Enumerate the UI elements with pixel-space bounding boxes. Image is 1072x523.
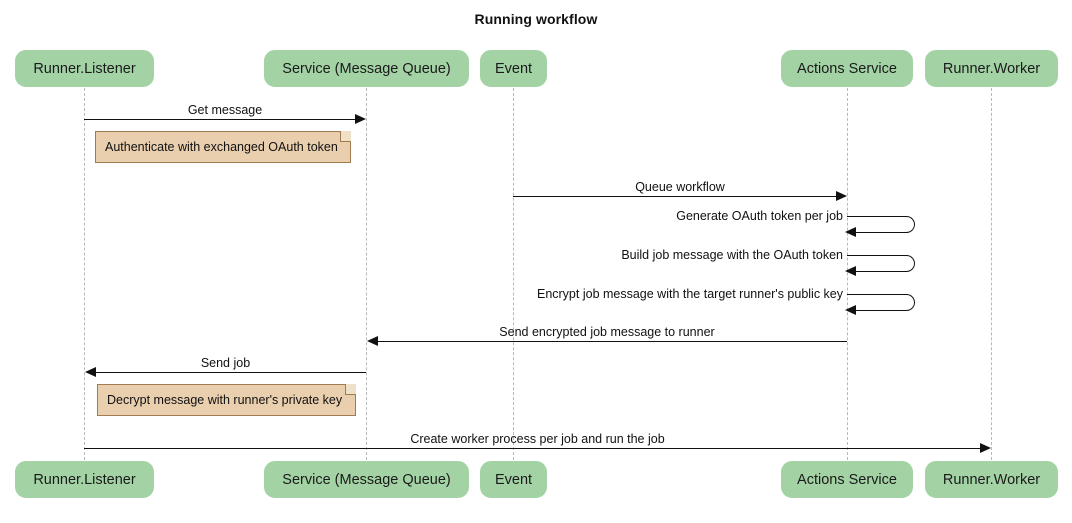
participant-runner-listener-bottom[interactable]: Runner.Listener	[15, 461, 154, 498]
participant-label: Actions Service	[797, 471, 897, 488]
participant-label: Service (Message Queue)	[282, 60, 451, 77]
message-line-queue-workflow	[513, 196, 837, 197]
participant-runner-worker-bottom[interactable]: Runner.Worker	[925, 461, 1058, 498]
message-label-send-encrypted-job-message-to-runner: Send encrypted job message to runner	[499, 325, 715, 339]
message-line-get-message	[84, 119, 356, 120]
note-fold-corner-icon	[340, 131, 351, 142]
message-label-generate-oauth-token-per-job: Generate OAuth token per job	[676, 209, 843, 223]
page-title: Running workflow	[474, 11, 598, 27]
arrow-head-send-encrypted-job-message-to-runner	[367, 336, 378, 346]
message-line-send-job	[96, 372, 366, 373]
self-loop-encrypt-job-message-with-the-target-runners-public-key	[847, 294, 915, 311]
message-line-create-worker-process-per-job-and-run-the-job	[84, 448, 981, 449]
participant-label: Event	[494, 471, 533, 488]
arrow-head-get-message	[355, 114, 366, 124]
lifeline-service-message-queue	[366, 88, 367, 460]
participant-label: Actions Service	[797, 60, 897, 77]
arrow-head-generate-oauth-token-per-job	[845, 227, 856, 237]
message-line-send-encrypted-job-message-to-runner	[378, 341, 847, 342]
arrow-head-send-job	[85, 367, 96, 377]
participant-event-top[interactable]: Event	[480, 50, 547, 87]
message-label-encrypt-job-message-with-the-target-runners-public-key: Encrypt job message with the target runn…	[536, 287, 843, 301]
self-loop-generate-oauth-token-per-job	[847, 216, 915, 233]
arrow-head-encrypt-job-message-with-the-target-runners-public-key	[845, 305, 856, 315]
participant-event-bottom[interactable]: Event	[480, 461, 547, 498]
participant-actions-service-bottom[interactable]: Actions Service	[781, 461, 913, 498]
lifeline-runner-worker	[991, 88, 992, 460]
participant-label: Runner.Worker	[942, 471, 1041, 488]
message-label-get-message: Get message	[187, 103, 263, 117]
message-label-create-worker-process-per-job-and-run-the-job: Create worker process per job and run th…	[410, 432, 665, 446]
message-label-send-job: Send job	[200, 356, 251, 370]
note-fold-corner-icon	[345, 384, 356, 395]
participant-label: Service (Message Queue)	[282, 471, 451, 488]
note-label: Decrypt message with runner's private ke…	[107, 393, 343, 407]
participant-service-message-queue-bottom[interactable]: Service (Message Queue)	[264, 461, 469, 498]
arrow-head-create-worker-process-per-job-and-run-the-job	[980, 443, 991, 453]
participant-service-message-queue-top[interactable]: Service (Message Queue)	[264, 50, 469, 87]
participant-runner-listener-top[interactable]: Runner.Listener	[15, 50, 154, 87]
note-label: Authenticate with exchanged OAuth token	[105, 140, 338, 154]
self-loop-build-job-message-with-the-oauth-token	[847, 255, 915, 272]
participant-label: Runner.Listener	[33, 60, 136, 77]
message-label-build-job-message-with-the-oauth-token: Build job message with the OAuth token	[621, 248, 843, 262]
participant-runner-worker-top[interactable]: Runner.Worker	[925, 50, 1058, 87]
lifeline-event	[513, 88, 514, 460]
participant-label: Runner.Worker	[942, 60, 1041, 77]
lifeline-runner-listener	[84, 88, 85, 460]
note-decrypt-message-with-runners-private-key: Decrypt message with runner's private ke…	[97, 384, 356, 416]
arrow-head-queue-workflow	[836, 191, 847, 201]
participant-actions-service-top[interactable]: Actions Service	[781, 50, 913, 87]
participant-label: Event	[494, 60, 533, 77]
arrow-head-build-job-message-with-the-oauth-token	[845, 266, 856, 276]
note-authenticate-with-exchanged-oauth-token: Authenticate with exchanged OAuth token	[95, 131, 351, 163]
participant-label: Runner.Listener	[33, 471, 136, 488]
message-label-queue-workflow: Queue workflow	[635, 180, 725, 194]
